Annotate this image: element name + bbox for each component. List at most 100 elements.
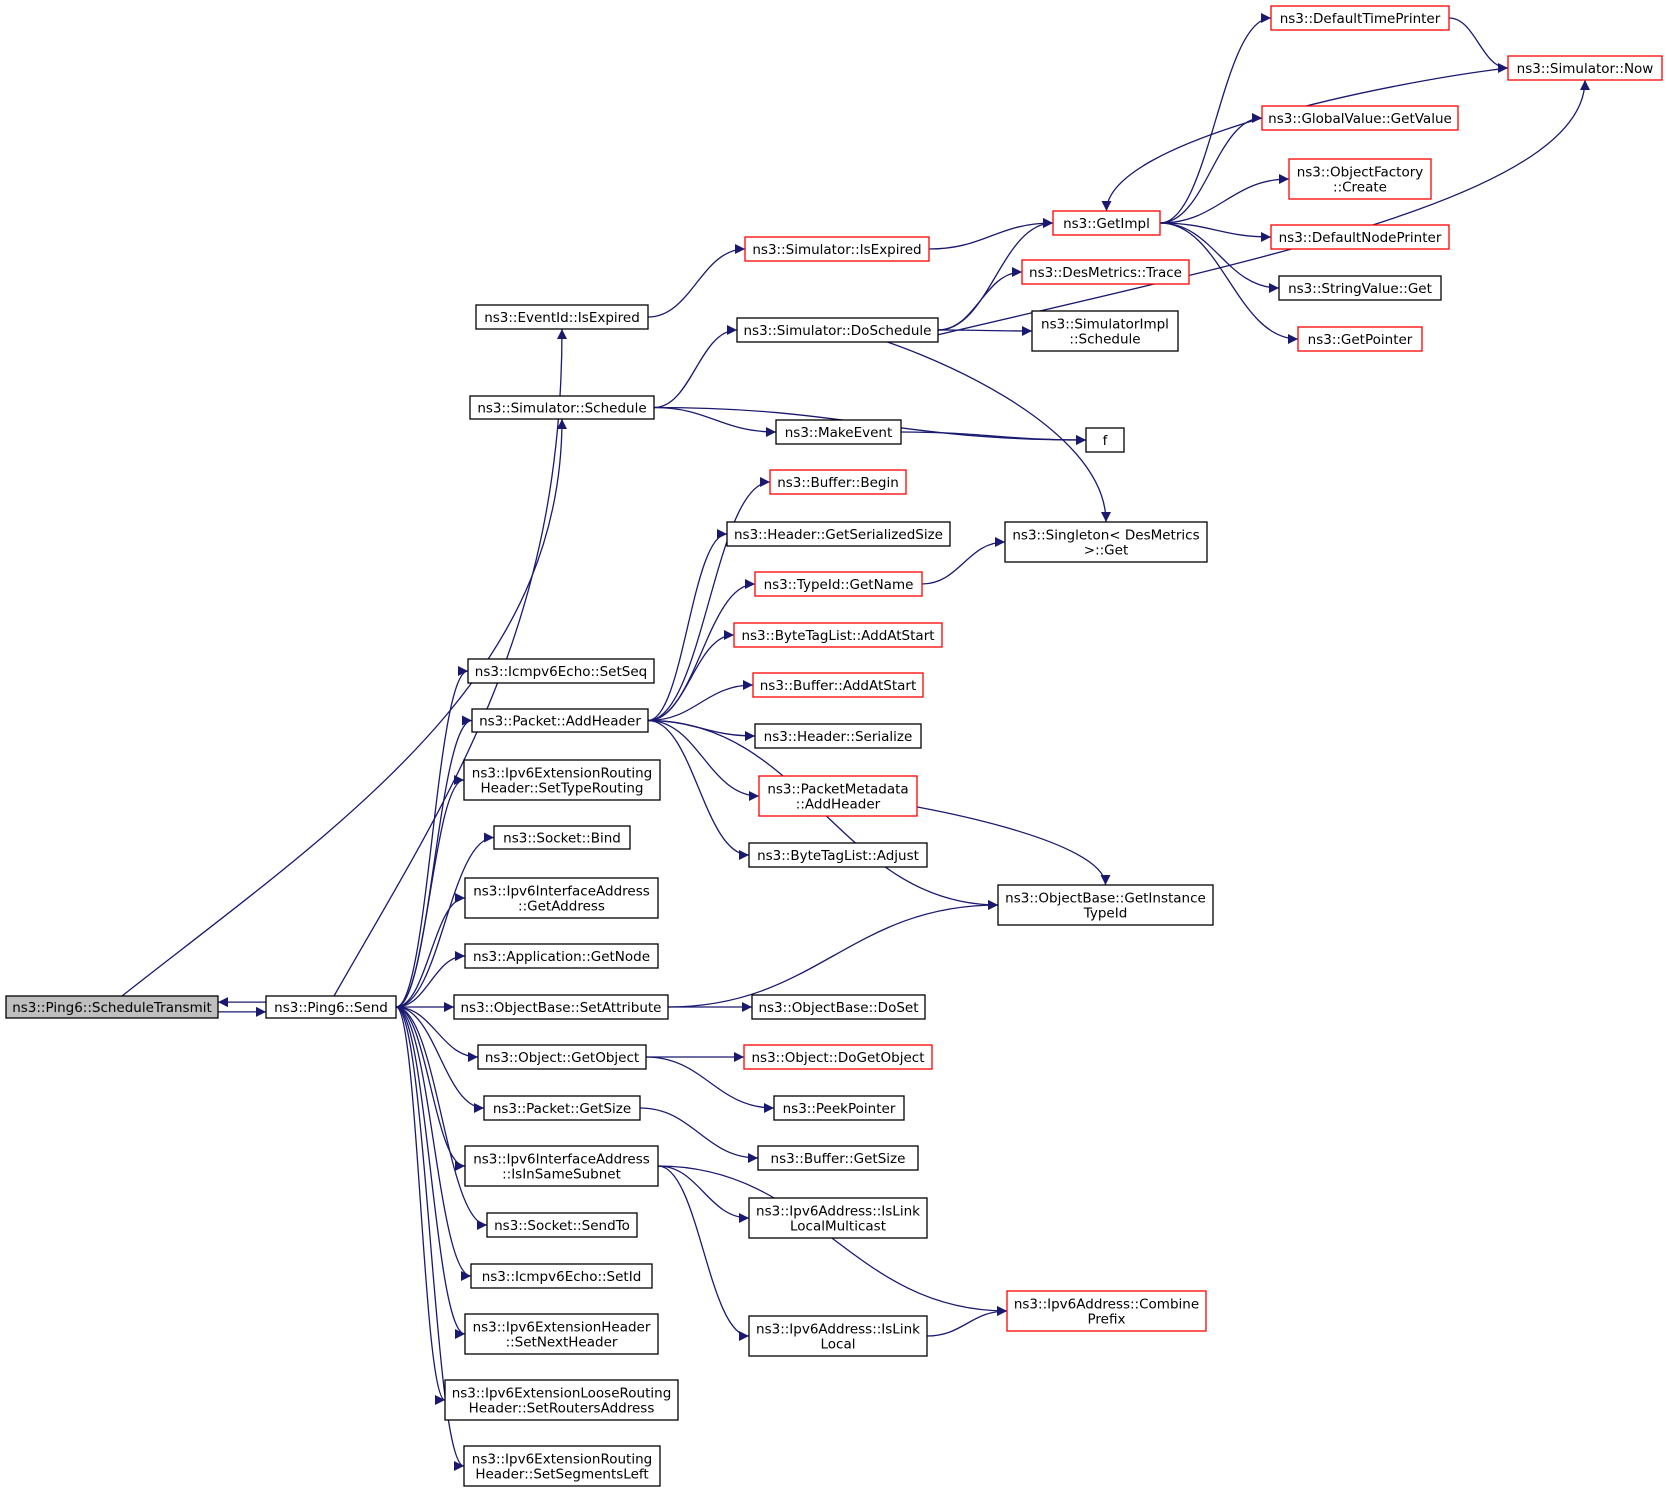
node-pktSize[interactable]: ns3::Packet::GetSize [483, 1095, 641, 1121]
node-box [444, 1379, 679, 1421]
node-svGet[interactable]: ns3::StringValue::Get [1278, 275, 1442, 301]
edge-sameSub-to-isLL [657, 1165, 750, 1341]
node-simNow[interactable]: ns3::Simulator::Now [1507, 55, 1663, 81]
edge-typeName-to-singleton [921, 537, 1006, 585]
node-box [1288, 158, 1432, 200]
node-label: ::Schedule [1069, 332, 1140, 348]
node-setSeq[interactable]: ns3::Icmpv6Echo::SetSeq [467, 658, 655, 684]
node-setNext[interactable]: ns3::Ipv6ExtensionHeader::SetNextHeader [464, 1313, 659, 1355]
node-box [757, 1145, 919, 1171]
node-singleton[interactable]: ns3::Singleton< DesMetrics >::Get [1004, 521, 1208, 563]
node-getObj[interactable]: ns3::Object::GetObject [477, 1044, 647, 1070]
node-simSched[interactable]: ns3::Simulator::Schedule [469, 395, 655, 420]
node-label: ns3::Header::Serialize [764, 729, 913, 745]
node-dmTrace[interactable]: ns3::DesMetrics::Trace [1021, 259, 1190, 285]
node-box [464, 1145, 659, 1187]
node-addHdr[interactable]: ns3::Packet::AddHeader [471, 708, 649, 733]
node-doSched[interactable]: ns3::Simulator::DoSchedule [736, 317, 939, 343]
node-label: ns3::StringValue::Get [1288, 281, 1432, 297]
node-evExp[interactable]: ns3::EventId::IsExpired [475, 304, 649, 330]
node-gvGet[interactable]: ns3::GlobalValue::GetValue [1261, 105, 1459, 131]
node-setId[interactable]: ns3::Icmpv6Echo::SetId [470, 1263, 653, 1289]
node-label: ns3::Socket::SendTo [494, 1218, 630, 1234]
node-bufAdd[interactable]: ns3::Buffer::AddAtStart [752, 672, 924, 698]
node-setRtrs[interactable]: ns3::Ipv6ExtensionLooseRoutingHeader::Se… [444, 1379, 679, 1421]
node-box [773, 1095, 905, 1121]
node-label: ns3::Object::GetObject [485, 1050, 639, 1066]
node-getPtr[interactable]: ns3::GetPointer [1297, 326, 1423, 352]
edge-getObj-to-peekPtr [645, 1056, 775, 1113]
node-simIsExp[interactable]: ns3::Simulator::IsExpired [744, 236, 930, 262]
node-bufSize[interactable]: ns3::Buffer::GetSize [757, 1145, 919, 1171]
node-label: ns3::Ipv6InterfaceAddress [473, 1152, 650, 1168]
edge-sameSub-to-isLLM [657, 1165, 750, 1223]
edge-makeEv-to-fnf [900, 431, 1087, 445]
edge-getImpl-to-defNode [1159, 222, 1272, 242]
edge-defTime-to-simNow [1448, 17, 1509, 73]
node-label: ns3::PeekPointer [783, 1101, 896, 1117]
node-box [469, 395, 655, 420]
node-label: ns3::SimulatorImpl [1041, 317, 1169, 333]
node-defNode[interactable]: ns3::DefaultNodePrinter [1270, 224, 1450, 250]
node-label: Header::SetRoutersAddress [469, 1401, 655, 1417]
node-setSegs[interactable]: ns3::Ipv6ExtensionRoutingHeader::SetSegm… [463, 1445, 661, 1487]
node-box [754, 723, 922, 749]
node-box [477, 1044, 647, 1070]
node-bufBegin[interactable]: ns3::Buffer::Begin [769, 469, 907, 495]
node-schedTx[interactable]: ns3::Ping6::ScheduleTransmit [5, 995, 219, 1019]
edge-send-to-setId [395, 1006, 472, 1281]
node-box [733, 622, 943, 648]
node-label: ns3::Buffer::GetSize [771, 1151, 906, 1167]
node-label: Prefix [1088, 1312, 1126, 1328]
edge-send-to-sameSub [395, 1006, 466, 1171]
node-getImpl[interactable]: ns3::GetImpl [1052, 210, 1161, 236]
node-typeName[interactable]: ns3::TypeId::GetName [754, 571, 923, 597]
node-hdrSerSize[interactable]: ns3::Header::GetSerializedSize [726, 521, 951, 547]
node-box [748, 1315, 928, 1357]
node-box [475, 304, 649, 330]
nodes-layer: ns3::Ping6::ScheduleTransmit ns3::Ping6::… [5, 5, 1663, 1487]
node-sameSub[interactable]: ns3::Ipv6InterfaceAddress::IsInSameSubne… [464, 1145, 659, 1187]
node-label: ns3::DesMetrics::Trace [1029, 265, 1182, 281]
node-ifGetAddr[interactable]: ns3::Ipv6InterfaceAddress::GetAddress [464, 877, 659, 919]
node-pmAdd[interactable]: ns3::PacketMetadata::AddHeader [758, 775, 918, 817]
edge-addHdr-to-pmAdd [647, 719, 760, 801]
node-label: ns3::Ipv6Address::IsLink [756, 1204, 920, 1220]
node-ofCreate[interactable]: ns3::ObjectFactory::Create [1288, 158, 1432, 200]
node-label: ns3::PacketMetadata [767, 782, 908, 798]
node-defTime[interactable]: ns3::DefaultTimePrinter [1270, 5, 1450, 31]
node-box [752, 672, 924, 698]
node-label: ::AddHeader [796, 797, 881, 813]
node-doSet[interactable]: ns3::ObjectBase::DoSet [751, 994, 926, 1020]
node-box [1270, 5, 1450, 31]
node-label: >::Get [1084, 543, 1128, 559]
node-doGetObj[interactable]: ns3::Object::DoGetObject [743, 1044, 933, 1070]
node-setAttr[interactable]: ns3::ObjectBase::SetAttribute [453, 994, 669, 1020]
node-sockBind[interactable]: ns3::Socket::Bind [493, 825, 631, 850]
node-label: ns3::Singleton< DesMetrics [1012, 528, 1199, 544]
node-label: ns3::Ipv6ExtensionRouting [472, 766, 652, 782]
node-fnf[interactable]: f [1085, 427, 1125, 453]
edge-getImpl-to-defTime [1159, 13, 1272, 224]
node-btlAdd[interactable]: ns3::ByteTagList::AddAtStart [733, 622, 943, 648]
node-sendTo[interactable]: ns3::Socket::SendTo [486, 1212, 638, 1238]
node-appNode[interactable]: ns3::Application::GetNode [464, 943, 659, 969]
node-box [748, 1197, 928, 1239]
node-btlAdj[interactable]: ns3::ByteTagList::Adjust [748, 842, 928, 868]
node-box [1021, 259, 1190, 285]
node-makeEv[interactable]: ns3::MakeEvent [775, 419, 902, 445]
node-label: ns3::MakeEvent [785, 425, 893, 441]
node-label: ::Create [1333, 180, 1387, 196]
node-label: ::SetNextHeader [506, 1335, 618, 1351]
node-peekPtr[interactable]: ns3::PeekPointer [773, 1095, 905, 1121]
node-siSched[interactable]: ns3::SimulatorImpl::Schedule [1031, 310, 1179, 352]
node-label: ns3::ObjectFactory [1297, 165, 1424, 181]
node-hdrSer[interactable]: ns3::Header::Serialize [754, 723, 922, 749]
node-box [464, 877, 659, 919]
node-setTypeR[interactable]: ns3::Ipv6ExtensionRoutingHeader::SetType… [463, 759, 661, 801]
node-send[interactable]: ns3::Ping6::Send [265, 995, 397, 1019]
